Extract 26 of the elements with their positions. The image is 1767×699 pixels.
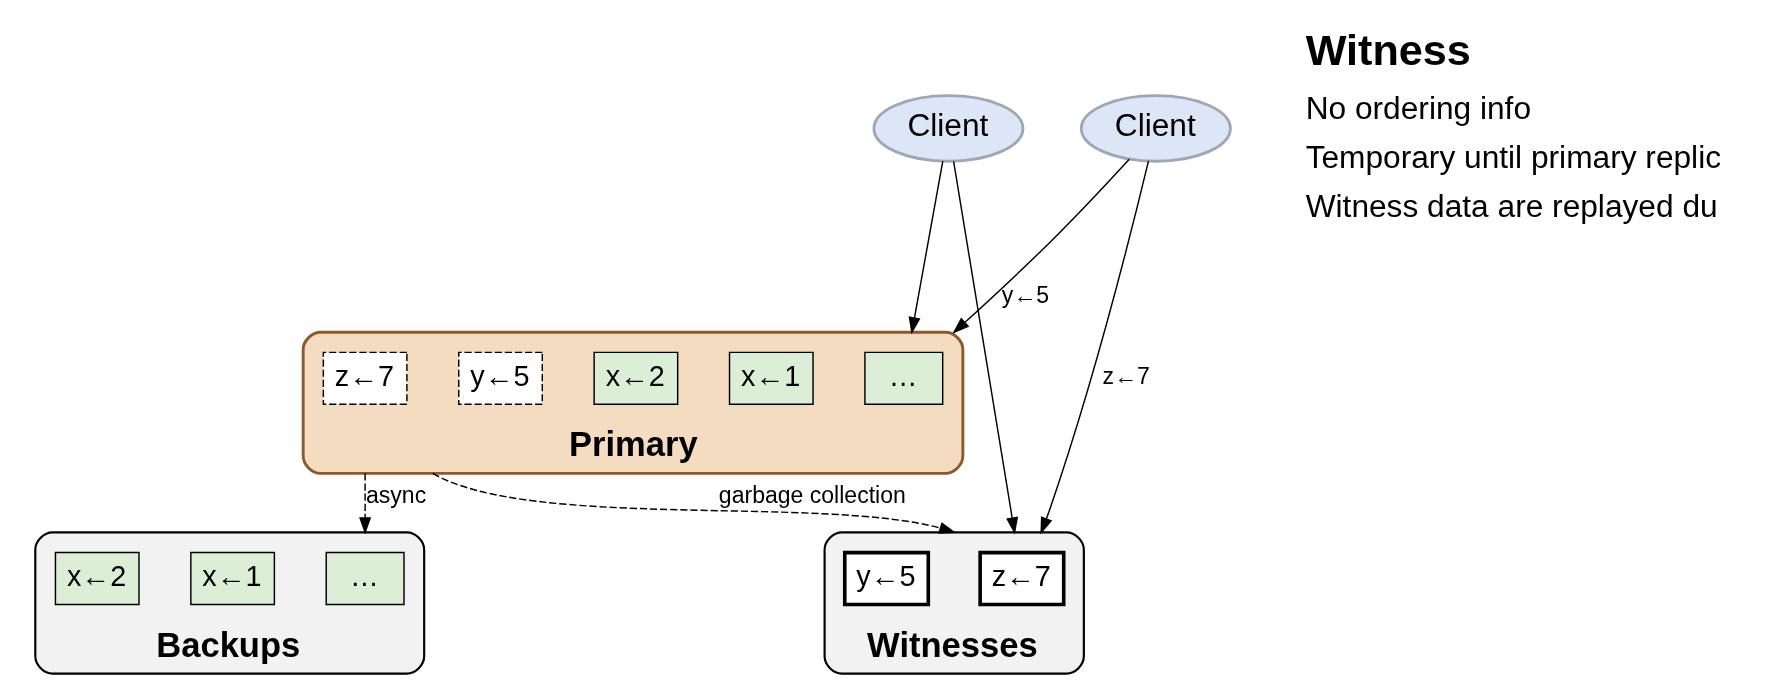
edge-label: garbage collection (718, 482, 906, 509)
edge-label: async (365, 482, 426, 509)
edge-label: z←7 (1102, 362, 1150, 389)
arrow (1039, 160, 1149, 535)
node-box: z←7 (322, 351, 408, 405)
label: Witness (1305, 26, 1471, 75)
node-ellipse: Client (1079, 94, 1232, 163)
arrow (952, 160, 1018, 535)
node-box: y←5 (457, 351, 543, 405)
node-box: x←2 (592, 351, 678, 405)
node-box: x←1 (728, 351, 814, 405)
edge-label: y←5 (1001, 282, 1049, 309)
label: Witness data are replayed du (1305, 188, 1718, 225)
arrow (951, 158, 1130, 334)
label: No ordering info (1305, 90, 1531, 127)
node-ellipse: Client (872, 94, 1024, 163)
node-box: x←2 (54, 551, 140, 606)
node-box: … (325, 551, 405, 606)
arrow (358, 472, 371, 535)
node-box: … (863, 351, 943, 405)
node-box: z←7 (977, 550, 1065, 607)
node-box: y←5 (842, 550, 930, 607)
arrow (908, 160, 943, 335)
arrow (431, 472, 956, 534)
node-box: x←1 (189, 551, 275, 606)
label: Temporary until primary replic (1305, 139, 1721, 176)
